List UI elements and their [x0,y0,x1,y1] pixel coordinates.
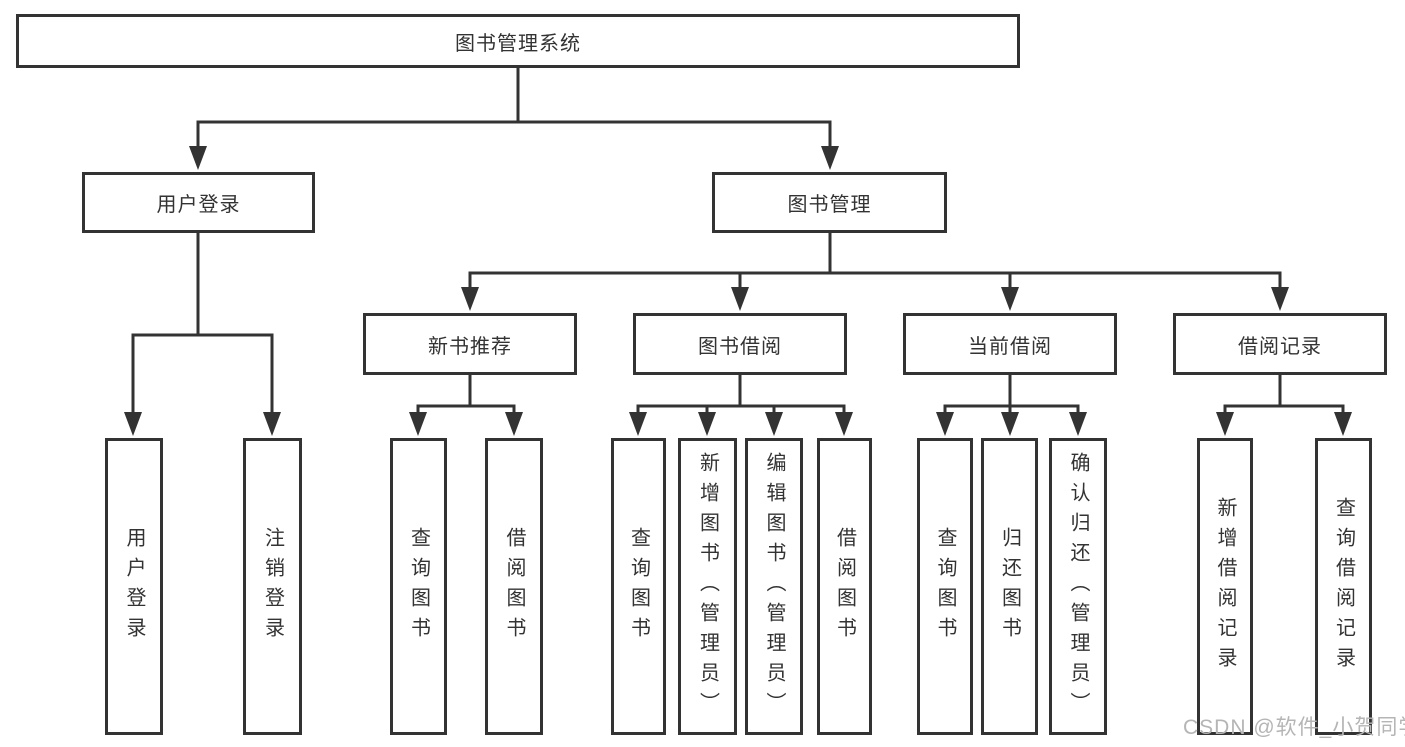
leaf-confirm-return-admin-label: 确认归还（管理员） [1067,451,1089,722]
leaf-logout: 注销登录 [243,438,302,735]
leaf-query-books-current-label: 查询图书 [934,526,956,647]
node-root-label: 图书管理系统 [455,32,581,55]
node-user-login-label: 用户登录 [156,194,241,216]
leaf-user-login-label: 用户登录 [123,526,145,647]
leaf-query-books-recommend-label: 查询图书 [407,526,430,647]
node-current-borrow: 当前借阅 [903,313,1117,375]
leaf-add-book-admin-label: 新增图书（管理员） [696,451,719,722]
node-book-borrow: 图书借阅 [633,313,847,375]
node-new-book-recommend: 新书推荐 [363,313,577,375]
node-root: 图书管理系统 [16,14,1020,68]
node-borrow-records-label: 借阅记录 [1238,335,1322,358]
node-book-management-label: 图书管理 [787,194,872,216]
leaf-query-books-borrow: 查询图书 [611,438,666,735]
leaf-logout-label: 注销登录 [261,526,284,647]
leaf-add-book-admin: 新增图书（管理员） [678,438,737,735]
leaf-confirm-return-admin: 确认归还（管理员） [1049,438,1107,735]
leaf-query-books-current: 查询图书 [917,438,973,735]
node-book-management: 图书管理 [712,172,947,233]
leaf-borrow-books-recommend: 借阅图书 [485,438,543,735]
node-book-borrow-label: 图书借阅 [698,335,782,358]
leaf-return-books: 归还图书 [981,438,1038,735]
leaf-query-books-borrow-label: 查询图书 [627,526,650,647]
leaf-borrow-books-recommend-label: 借阅图书 [503,526,525,647]
watermark: CSDN @软件_小贺同学 [1183,716,1405,739]
node-current-borrow-label: 当前借阅 [968,335,1052,358]
leaf-query-books-recommend: 查询图书 [390,438,447,735]
node-user-login: 用户登录 [82,172,315,233]
node-new-book-recommend-label: 新书推荐 [428,335,512,358]
node-borrow-records: 借阅记录 [1173,313,1387,375]
leaf-borrow-books-label: 借阅图书 [833,526,856,647]
leaf-add-borrow-record: 新增借阅记录 [1197,438,1253,735]
leaf-borrow-books: 借阅图书 [817,438,872,735]
leaf-edit-book-admin: 编辑图书（管理员） [745,438,803,735]
leaf-return-books-label: 归还图书 [998,526,1021,647]
arrowheads [124,146,1352,436]
leaf-add-borrow-record-label: 新增借阅记录 [1214,496,1236,677]
leaf-query-borrow-record: 查询借阅记录 [1315,438,1372,735]
leaf-user-login: 用户登录 [105,438,163,735]
leaf-edit-book-admin-label: 编辑图书（管理员） [763,451,785,722]
leaf-query-borrow-record-label: 查询借阅记录 [1332,496,1355,677]
